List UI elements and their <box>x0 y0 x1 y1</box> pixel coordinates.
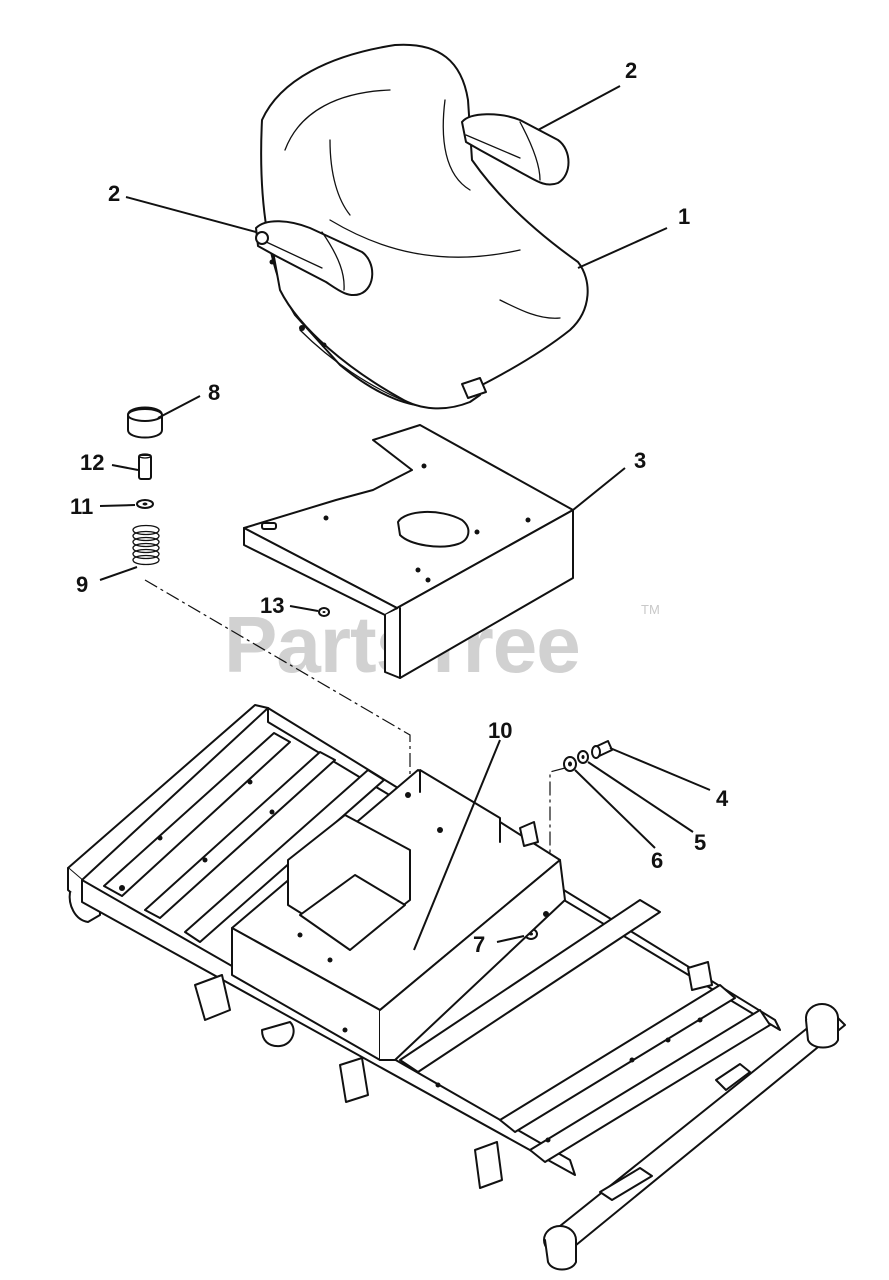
lockwasher-part-5[interactable] <box>577 750 589 764</box>
callout-1-seat[interactable]: 1 <box>678 204 690 229</box>
callout-2-left-armrest[interactable]: 2 <box>108 181 120 206</box>
washer-part-11[interactable] <box>136 499 154 509</box>
callout-5-lockwasher[interactable]: 5 <box>694 830 706 855</box>
armrest-left-part-2[interactable] <box>255 220 374 296</box>
bolt-part-4[interactable] <box>591 740 613 759</box>
callout-6-nut[interactable]: 6 <box>651 848 663 873</box>
spring-part-9[interactable] <box>132 524 160 566</box>
leader-lines <box>99 85 711 951</box>
seat-part-1[interactable] <box>260 43 589 410</box>
callout-13-nut[interactable]: 13 <box>260 593 284 618</box>
callout-11-washer[interactable]: 11 <box>70 494 93 519</box>
callout-2-right-armrest[interactable]: 2 <box>625 58 637 83</box>
callout-8-bumper[interactable]: 8 <box>208 380 220 405</box>
callout-7-nut[interactable]: 7 <box>473 932 485 957</box>
nut-part-13[interactable] <box>318 607 330 617</box>
armrest-right-part-2[interactable] <box>461 113 570 186</box>
seat-plate-part-3[interactable] <box>243 424 574 679</box>
callout-9-spring[interactable]: 9 <box>76 572 88 597</box>
spacer-part-12[interactable] <box>138 453 152 480</box>
callout-10-bolt[interactable]: 10 <box>488 718 512 743</box>
mower-frame <box>67 704 846 1271</box>
bumper-part-8[interactable] <box>127 406 163 439</box>
callout-12-spacer[interactable]: 12 <box>80 450 104 475</box>
watermark-trademark: TM <box>641 602 660 617</box>
nut-part-6[interactable] <box>563 756 577 772</box>
callout-4-bolt[interactable]: 4 <box>716 786 729 811</box>
callout-labels: 2 2 1 8 3 12 11 9 13 10 4 5 6 7 <box>70 58 729 957</box>
callout-3-seat-plate[interactable]: 3 <box>634 448 646 473</box>
